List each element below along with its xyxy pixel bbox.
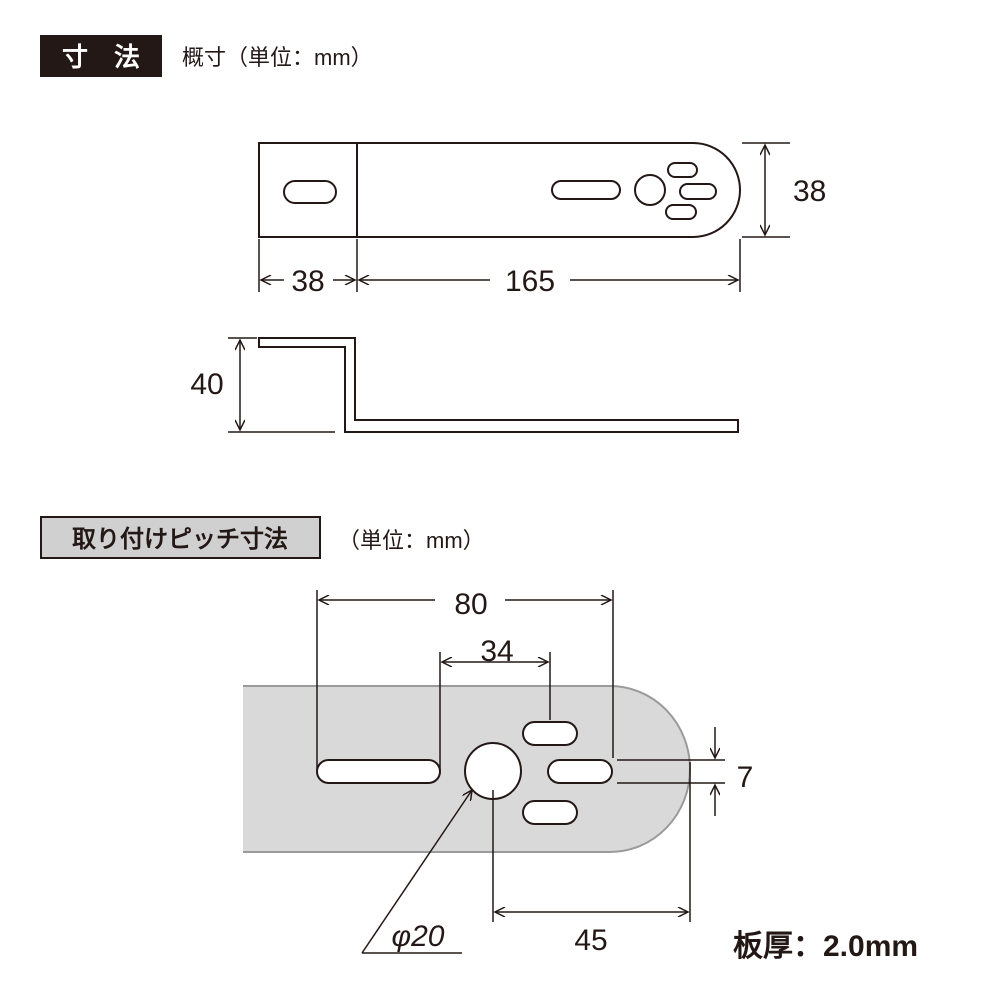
side-view-dimensions — [228, 337, 335, 433]
slot-small-mid — [679, 183, 717, 200]
section1-title: 寸 法 — [62, 42, 140, 72]
slot-top-detail — [522, 721, 578, 746]
dim-width-38: 38 — [793, 175, 826, 208]
section2-header-box — [40, 516, 321, 559]
slot-mid-detail — [547, 759, 613, 784]
section1-header-box — [40, 35, 162, 77]
hole-round — [634, 174, 666, 206]
dim-edge-45: 45 — [574, 924, 607, 957]
dim-slot-7: 7 — [737, 761, 754, 794]
slot-small-bottom — [665, 204, 697, 220]
slot-long-detail — [316, 759, 441, 784]
slot-left — [283, 180, 337, 204]
slot-long — [551, 180, 621, 200]
slot-bottom-detail — [522, 800, 578, 825]
top-view-outline — [258, 142, 742, 238]
top-view — [258, 142, 742, 238]
slot-small-top — [667, 162, 698, 178]
dim-hole-diameter: φ20 — [392, 920, 445, 953]
dim-length-165: 165 — [505, 265, 555, 298]
dim-height-40: 40 — [190, 368, 223, 401]
dim-pitch-34: 34 — [480, 635, 513, 668]
section1-subtitle: 概寸（単位：mm） — [182, 45, 373, 70]
plate-holes — [316, 721, 613, 825]
detail-dimensions — [316, 590, 725, 954]
top-view-dimensions — [258, 142, 790, 292]
plate-thickness: 板厚：2.0mm — [733, 930, 918, 963]
side-view-profile — [258, 337, 739, 433]
section2-subtitle: （単位：mm） — [338, 528, 485, 553]
dim-pitch-80: 80 — [454, 588, 487, 621]
section2-title: 取り付けピッチ寸法 — [72, 526, 288, 553]
dim-flange-38: 38 — [291, 265, 324, 298]
